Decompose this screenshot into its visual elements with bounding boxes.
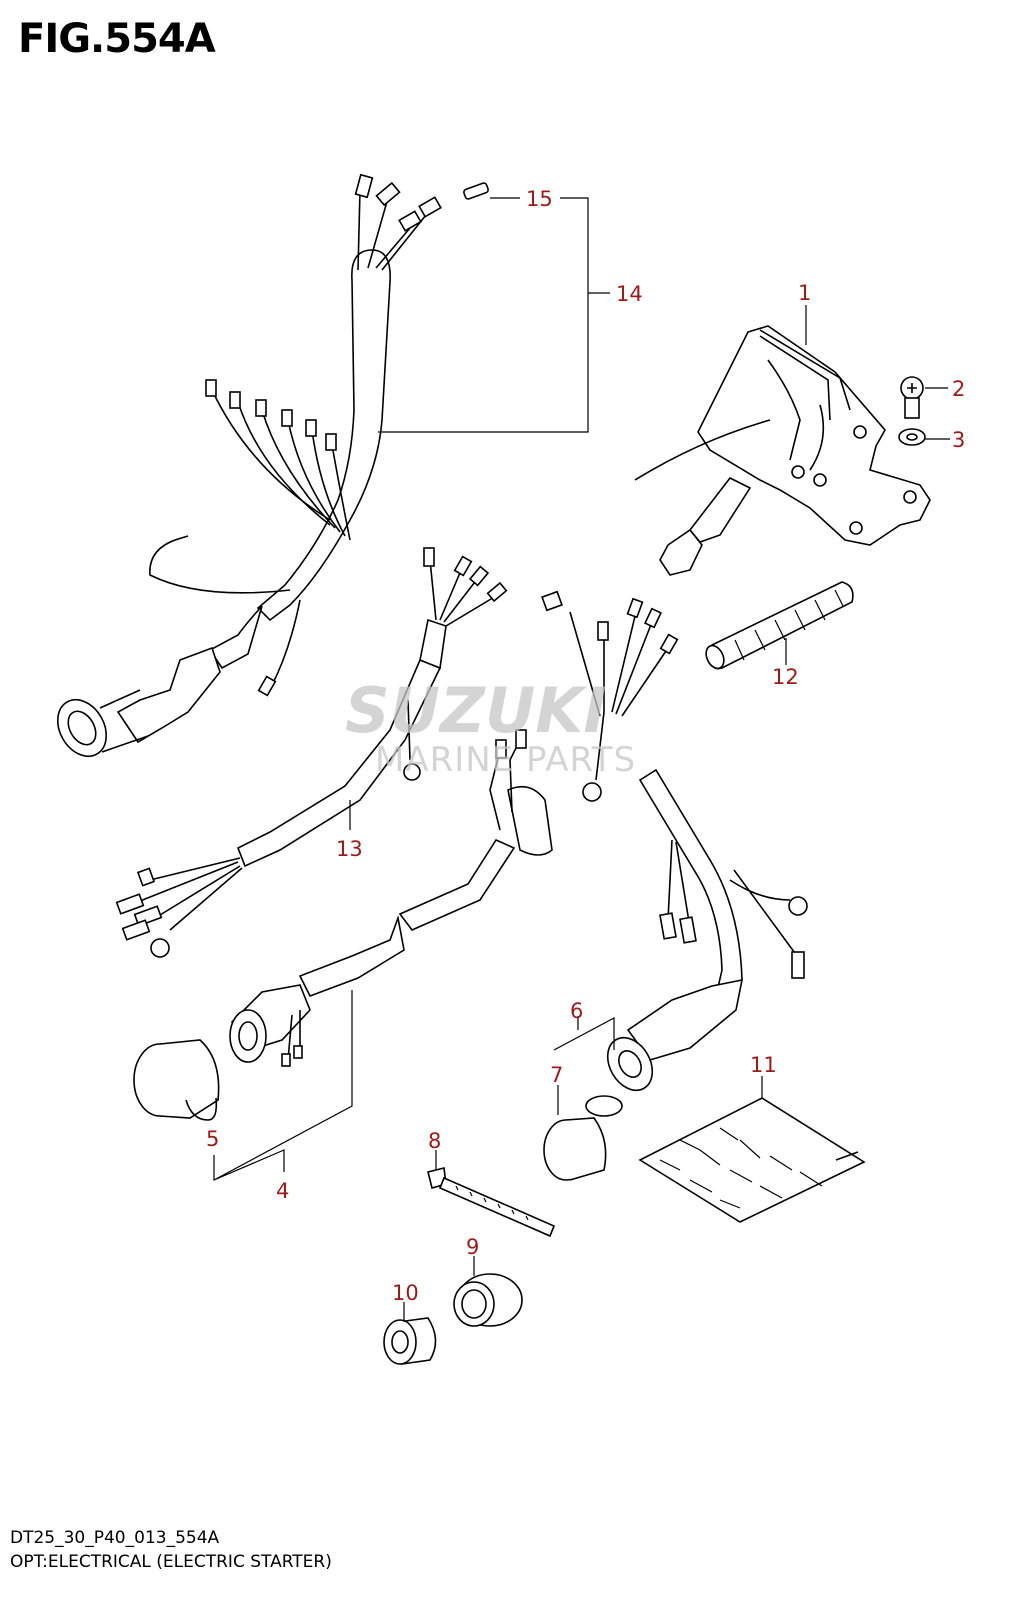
callout-15: 15	[526, 187, 553, 211]
leader-4-5	[213, 990, 353, 1181]
callout-12: 12	[772, 665, 799, 689]
watermark: SUZUKI MARINE PARTS	[345, 674, 637, 780]
switch-panel[interactable]	[634, 325, 931, 576]
leader-1-2-3	[805, 305, 950, 440]
callout-1: 1	[798, 281, 811, 305]
callout-11: 11	[750, 1053, 777, 1077]
main-harness[interactable]	[48, 173, 489, 765]
callout-14: 14	[616, 282, 643, 306]
spacer[interactable]	[383, 1317, 437, 1365]
figure-title: FIG.554A	[18, 16, 216, 62]
right-cap[interactable]	[543, 1095, 623, 1181]
callout-10: 10	[392, 1281, 419, 1305]
callout-13: 13	[336, 837, 363, 861]
cable-tie[interactable]	[427, 1167, 556, 1238]
figure-caption: OPT:ELECTRICAL (ELECTRIC STARTER)	[10, 1552, 332, 1572]
washer[interactable]	[898, 428, 926, 446]
grommet-tube[interactable]	[703, 581, 854, 671]
grommet[interactable]	[453, 1273, 523, 1327]
callout-8: 8	[428, 1129, 441, 1153]
callout-3: 3	[952, 428, 965, 452]
drawing-code: DT25_30_P40_013_554A	[10, 1528, 220, 1548]
connector-cap[interactable]	[133, 1039, 220, 1121]
screw[interactable]	[900, 376, 924, 419]
watermark-subtitle: MARINE PARTS	[375, 740, 637, 780]
watermark-brand: SUZUKI	[345, 674, 607, 747]
callout-7: 7	[550, 1063, 563, 1087]
connector-harness[interactable]	[229, 729, 553, 1067]
callout-9: 9	[466, 1235, 479, 1259]
callout-4: 4	[276, 1179, 289, 1203]
cloth-bag[interactable]	[638, 1097, 866, 1223]
leader-14-15	[378, 197, 610, 433]
callout-6: 6	[570, 999, 583, 1023]
right-harness[interactable]	[541, 590, 808, 1099]
callout-2: 2	[952, 377, 965, 401]
leader-6-7	[553, 1016, 615, 1115]
extension-harness[interactable]	[115, 547, 508, 958]
callout-5: 5	[206, 1127, 219, 1151]
